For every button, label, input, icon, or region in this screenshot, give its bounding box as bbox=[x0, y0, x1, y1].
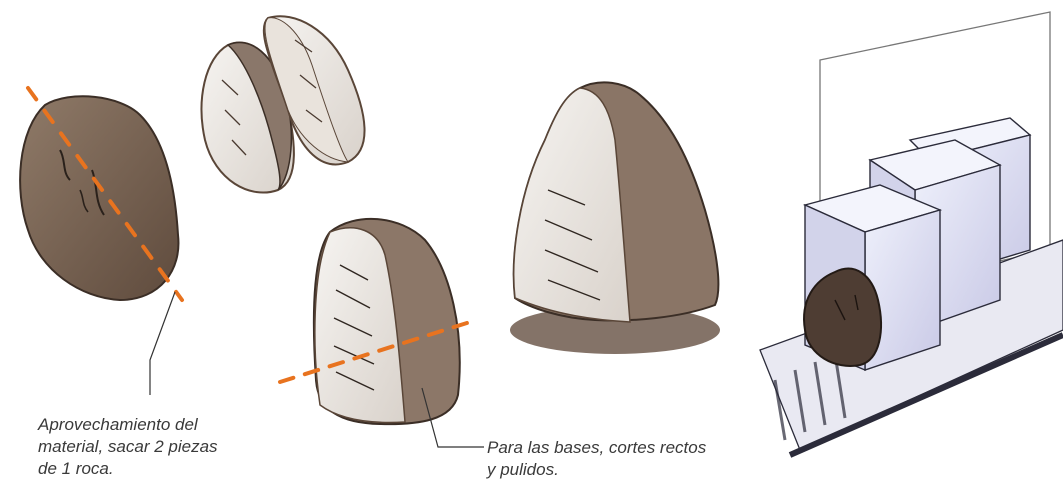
cut-line bbox=[26, 86, 184, 302]
annotation-line: Para las bases, cortes rectos bbox=[487, 438, 707, 457]
base-cut-rock-sketch bbox=[278, 217, 472, 426]
annotation-line: material, sacar 2 piezas bbox=[38, 437, 218, 456]
annotation-line: y pulidos. bbox=[487, 460, 559, 479]
leader-line-1 bbox=[149, 291, 176, 395]
finished-base-sketch bbox=[510, 81, 720, 354]
split-rock-halves-sketch bbox=[200, 15, 366, 194]
whole-rock-sketch bbox=[19, 86, 184, 302]
display-shelf-sketch bbox=[759, 11, 1063, 458]
annotation-material-use: Aprovechamiento del material, sacar 2 pi… bbox=[38, 414, 218, 480]
leader-line-2 bbox=[421, 387, 484, 448]
annotation-line: de 1 roca. bbox=[38, 459, 114, 478]
annotation-bases-cut: Para las bases, cortes rectos y pulidos. bbox=[487, 437, 706, 481]
cut-line bbox=[278, 320, 472, 384]
annotation-line: Aprovechamiento del bbox=[38, 415, 198, 434]
